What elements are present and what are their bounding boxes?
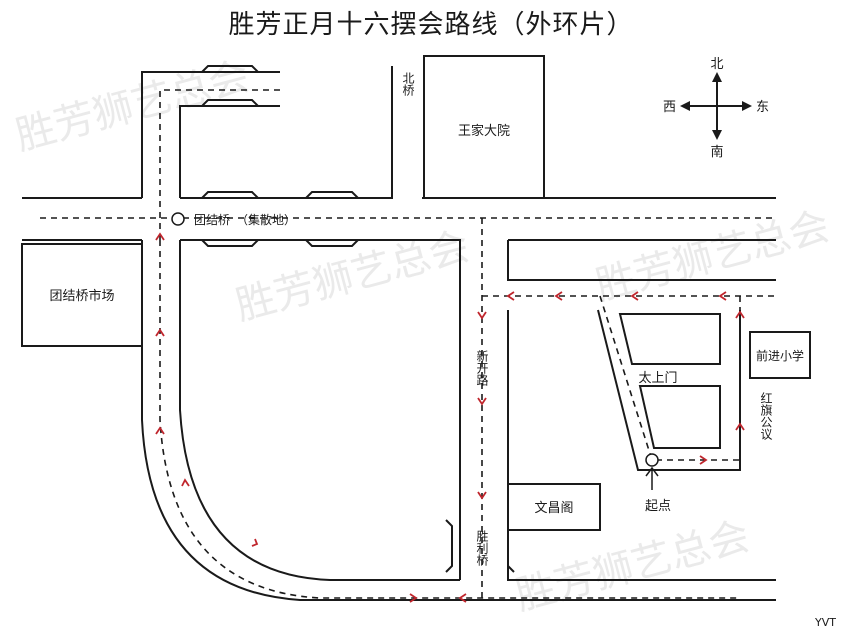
start-marker: [645, 453, 659, 467]
market-block: [21, 243, 143, 347]
label-assembly: （集散地）: [236, 212, 296, 227]
svg-text:胜芳狮艺总会: 胜芳狮艺总会: [591, 203, 835, 310]
route-arrows: [155, 232, 745, 603]
buildings: [21, 55, 811, 531]
label-bei-qiao: 北桥: [401, 72, 415, 97]
label-tuanjie-qiao: 团结桥: [194, 213, 230, 227]
label-wangjia-dayuan: 王家大院: [458, 123, 510, 139]
wangjia-dayuan-block: [423, 55, 545, 199]
label-taishang-men: 太上门: [638, 371, 677, 386]
qianjin-school-block: [749, 331, 811, 379]
roads: [22, 65, 776, 601]
wenchang-ge-block: [507, 483, 601, 531]
parade-route: [40, 89, 776, 599]
map-title: 胜芳正月十六摆会路线（外环片）: [228, 10, 634, 40]
label-xin-kai-lu: 新开路: [475, 349, 489, 387]
label-wenchang-ge: 文昌阁: [534, 501, 573, 516]
compass-west: 西: [663, 100, 676, 115]
label-shengli-qiao: 胜利桥: [475, 529, 489, 567]
label-qianjin-school: 前进小学: [756, 348, 804, 363]
compass-south: 南: [710, 144, 723, 160]
start-pointer-arrow: [645, 466, 659, 490]
label-market: 团结桥市场: [49, 288, 114, 304]
compass-rose: 北 南 西 东: [663, 57, 769, 160]
svg-text:YVT: YVT: [814, 616, 836, 629]
compass-north: 北: [710, 57, 723, 72]
compass-east: 东: [756, 100, 769, 115]
label-hongqi-gongyi: 红旗公议: [759, 391, 773, 441]
assembly-marker: [171, 212, 185, 226]
label-qidian: 起点: [645, 499, 671, 514]
